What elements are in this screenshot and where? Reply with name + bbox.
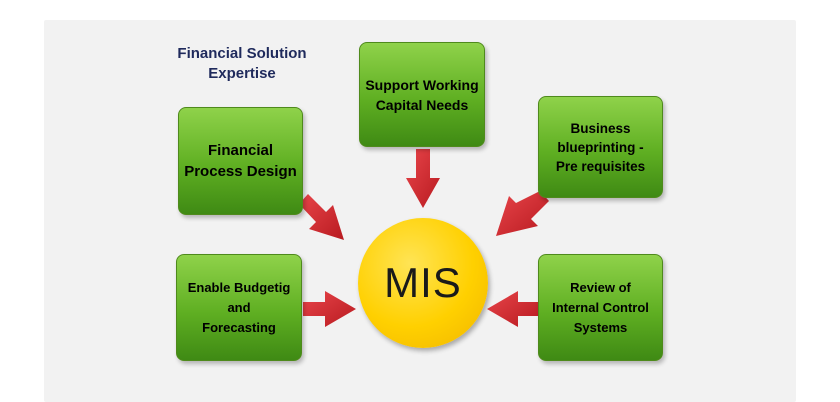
support-working-capital-box: Support Working Capital Needs — [359, 42, 485, 147]
box-label-line: Forecasting — [202, 319, 276, 335]
arrow-review-to-mis — [487, 291, 538, 327]
box-label-line: Business — [570, 120, 631, 136]
arrow-budget-to-mis — [303, 291, 356, 327]
box-label-line: Process Design — [184, 163, 297, 180]
mis-center-circle: MIS — [358, 218, 488, 348]
title-line-2: Expertise — [208, 65, 276, 82]
enable-budgeting-box: Enable Budgetig and Forecasting — [176, 254, 302, 361]
arrow-business-to-mis — [496, 191, 549, 236]
box-label-line: Enable Budgetig — [187, 279, 291, 295]
box-label-line: blueprinting - — [557, 139, 644, 155]
business-blueprinting-box: Business blueprinting - Pre requisites — [538, 96, 663, 198]
review-internal-control-box: Review of Internal Control Systems — [538, 254, 663, 361]
diagram-title: Financial Solution Expertise — [162, 44, 322, 84]
arrow-support-to-mis — [406, 149, 440, 208]
box-label-line: Pre requisites — [555, 158, 646, 174]
box-label-line: Internal Control — [552, 299, 649, 315]
box-label-line: and — [227, 299, 251, 315]
box-label-line: Systems — [573, 319, 628, 335]
title-line-1: Financial Solution — [177, 45, 307, 62]
financial-process-design-box: Financial Process Design — [178, 107, 303, 215]
arrow-financial-to-mis — [299, 194, 344, 240]
box-label-line: Financial — [207, 142, 274, 159]
mis-label: MIS — [384, 259, 462, 306]
box-label-line: Support Working — [365, 76, 479, 93]
box-label-line: Review of — [570, 279, 631, 295]
box-label-line: Capital Needs — [375, 96, 469, 113]
